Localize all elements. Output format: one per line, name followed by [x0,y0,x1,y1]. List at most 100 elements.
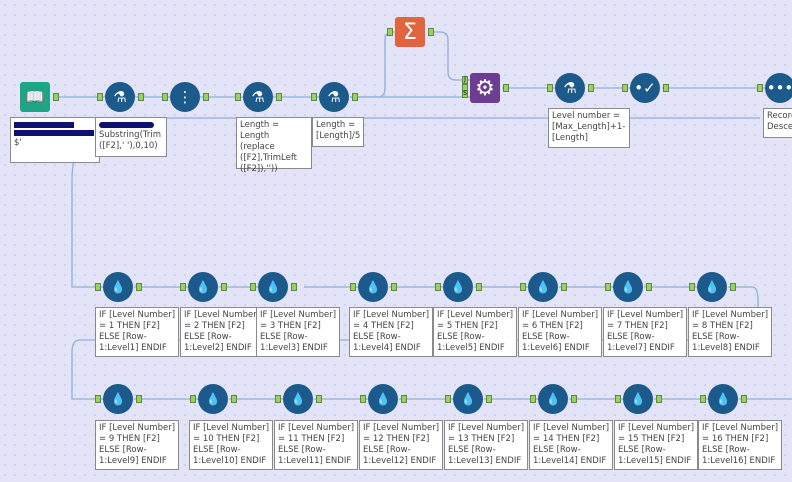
output-anchor[interactable] [391,283,397,291]
output-anchor[interactable] [352,93,358,101]
join-anchor-s[interactable]: S [462,90,468,98]
output-anchor[interactable] [53,93,59,101]
output-anchor[interactable] [428,28,434,36]
multi-row-formula-tool[interactable]: 💧 [443,272,473,302]
output-anchor[interactable] [741,395,747,403]
input-anchor[interactable] [615,395,621,403]
output-anchor[interactable] [571,395,577,403]
sort-tool[interactable]: ••• [765,73,792,103]
input-anchor[interactable] [162,93,168,101]
output-anchor[interactable] [588,84,594,92]
multi-row-formula-tool[interactable]: 💧 [103,272,133,302]
input-anchor[interactable] [360,395,366,403]
multirow-annotation: IF [Level Number] = 1 THEN [F2] ELSE [Ro… [95,307,179,357]
input-anchor[interactable] [311,93,317,101]
input-anchor[interactable] [520,283,526,291]
input-data-tool[interactable]: 📖 [20,82,50,112]
output-anchor[interactable] [503,84,509,92]
input-anchor[interactable] [235,93,241,101]
output-anchor[interactable] [656,395,662,403]
input-anchor[interactable] [250,283,256,291]
output-anchor[interactable] [291,283,297,291]
formula-tool[interactable]: ⚗ [319,82,349,112]
multirow-annotation: IF [Level Number] = 4 THEN [F2] ELSE [Ro… [349,307,433,357]
input-anchor[interactable] [350,283,356,291]
multi-row-formula-tool[interactable]: 💧 [358,272,388,302]
multi-row-formula-tool[interactable]: 💧 [453,384,483,414]
input-anchor[interactable] [435,283,441,291]
output-anchor[interactable] [221,283,227,291]
input-anchor[interactable] [700,395,706,403]
output-anchor[interactable] [401,395,407,403]
multi-row-formula-icon: 💧 [205,392,221,406]
sigma-icon: Σ [403,19,417,45]
multi-row-formula-tool[interactable]: 💧 [538,384,568,414]
input-anchor[interactable] [530,395,536,403]
output-anchor[interactable] [663,84,669,92]
multi-row-formula-tool[interactable]: 💧 [623,384,653,414]
input-anchor[interactable] [605,283,611,291]
output-anchor[interactable] [476,283,482,291]
select-tool[interactable]: •✓ [630,73,660,103]
join-anchor-j[interactable]: J [462,76,468,84]
input-anchor[interactable] [622,84,628,92]
input-anchor[interactable] [97,93,103,101]
multirow-annotation: IF [Level Number] = 2 THEN [F2] ELSE [Ro… [180,307,264,357]
multi-row-formula-tool[interactable]: 💧 [283,384,313,414]
input-anchor[interactable] [95,283,101,291]
annotation: $' [10,117,100,163]
multirow-annotation: IF [Level Number] = 9 THEN [F2] ELSE [Ro… [95,420,179,470]
multi-row-formula-tool[interactable]: 💧 [258,272,288,302]
annotation: Length = Length (replace ([F2],TrimLeft … [236,117,312,174]
output-anchor[interactable] [486,395,492,403]
multi-row-formula-tool[interactable]: 💧 [103,384,133,414]
input-anchor[interactable] [445,395,451,403]
redacted-text [14,122,74,128]
output-anchor[interactable] [136,395,142,403]
multirow-annotation: IF [Level Number] = 12 THEN [F2] ELSE [R… [359,420,443,470]
input-anchor[interactable] [190,395,196,403]
join-tool[interactable]: ⚙ [470,73,500,103]
input-anchor[interactable] [757,84,763,92]
input-anchor[interactable] [387,28,393,36]
annotation: Level number = [Max_Length]+1- [Length] [548,108,630,148]
formula-tool[interactable]: ⚗ [555,73,585,103]
multirow-annotation: IF [Level Number] = 16 THEN [F2] ELSE [R… [698,420,782,470]
flask-icon: ⚗ [113,88,127,106]
multi-row-formula-tool[interactable]: 💧 [198,384,228,414]
input-anchor[interactable] [689,283,695,291]
annotation-text: Record Descen [767,111,792,132]
input-anchor[interactable] [180,283,186,291]
annotation-text: Substring(Trim ([F2],' '),0,10) [99,130,161,151]
multi-row-formula-tool[interactable]: 💧 [708,384,738,414]
input-anchor[interactable] [275,395,281,403]
output-anchor[interactable] [138,93,144,101]
multi-row-formula-tool[interactable]: 💧 [188,272,218,302]
multirow-annotation: IF [Level Number] = 10 THEN [F2] ELSE [R… [189,420,273,470]
multi-row-formula-icon: 💧 [365,280,381,294]
output-anchor[interactable] [646,283,652,291]
summarize-tool[interactable]: Σ [395,17,425,47]
output-anchor[interactable] [203,93,209,101]
output-anchor[interactable] [561,283,567,291]
output-anchor[interactable] [231,395,237,403]
record-id-tool[interactable]: ⋮ [170,82,200,112]
multirow-annotation: IF [Level Number] = 14 THEN [F2] ELSE [R… [529,420,613,470]
output-anchor[interactable] [316,395,322,403]
formula-tool[interactable]: ⚗ [105,82,135,112]
annotation: Record Descen [763,108,792,138]
output-anchor[interactable] [136,283,142,291]
multi-row-formula-tool[interactable]: 💧 [613,272,643,302]
input-anchor[interactable] [547,84,553,92]
redacted-text [99,122,154,128]
multi-row-formula-tool[interactable]: 💧 [368,384,398,414]
input-anchor[interactable] [95,395,101,403]
book-icon: 📖 [25,88,45,106]
multi-row-formula-icon: 💧 [715,392,731,406]
multi-row-formula-icon: 💧 [110,280,126,294]
multi-row-formula-tool[interactable]: 💧 [528,272,558,302]
output-anchor[interactable] [276,93,282,101]
output-anchor[interactable] [730,283,736,291]
formula-tool[interactable]: ⚗ [243,82,273,112]
multi-row-formula-tool[interactable]: 💧 [697,272,727,302]
